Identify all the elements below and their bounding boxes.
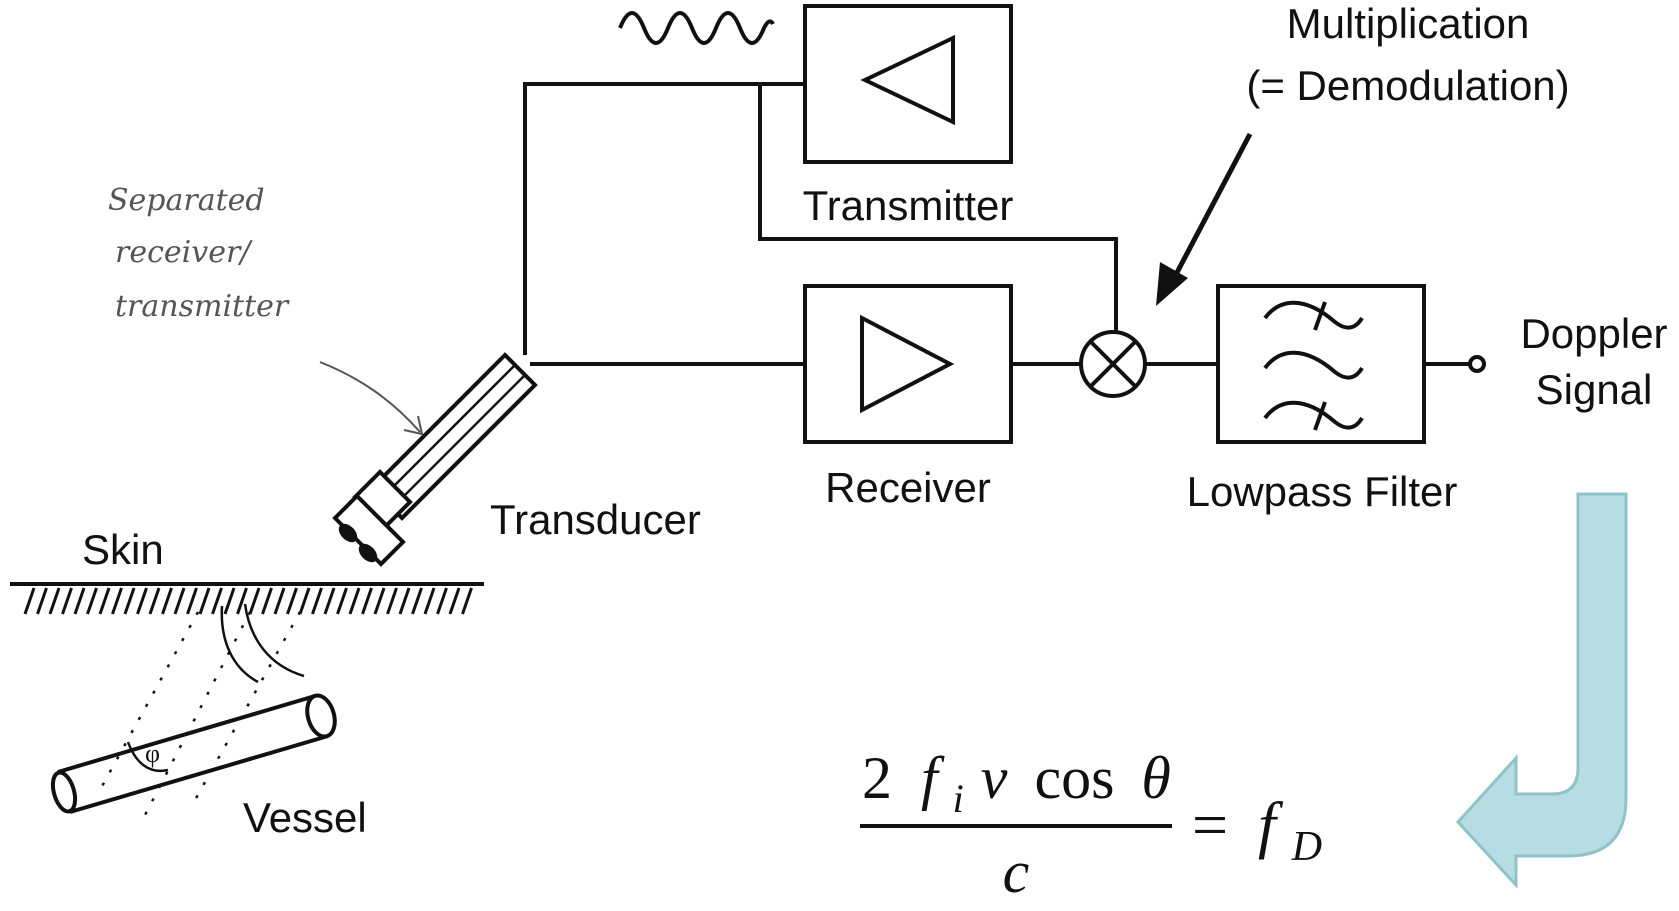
vessel-label: Vessel xyxy=(243,794,367,841)
skin-hatch-mark xyxy=(448,587,461,615)
filter-symbol-icon xyxy=(1263,300,1364,431)
skin-hatch-mark xyxy=(161,587,173,615)
skin-hatching xyxy=(23,587,473,615)
skin-hatch-mark xyxy=(436,587,448,615)
transducer-label: Transducer xyxy=(490,496,701,543)
receiver-label: Receiver xyxy=(825,464,991,511)
multiplier-cross-b xyxy=(1088,339,1138,389)
transmitter-block xyxy=(803,4,1013,164)
skin-hatch-mark xyxy=(373,587,386,615)
demodulation-label: (= Demodulation) xyxy=(1246,62,1569,109)
lowpass-filter-label: Lowpass Filter xyxy=(1187,468,1458,515)
skin-hatch-mark xyxy=(298,587,311,615)
skin-hatch-mark xyxy=(273,587,286,615)
skin-hatch-mark xyxy=(461,587,473,615)
signal-label: Signal xyxy=(1536,366,1653,413)
lowpass-filter-block xyxy=(1216,284,1426,444)
annotation-line-1: Separated xyxy=(108,183,265,218)
skin-hatch-mark xyxy=(361,587,373,615)
blood-vessel: φ xyxy=(50,693,337,814)
skin-hatch-mark xyxy=(186,587,198,615)
transducer-to-transmitter-wire xyxy=(523,82,805,355)
handwritten-annotation: Separated receiver/ transmitter xyxy=(108,183,424,436)
skin-hatch-mark xyxy=(111,587,123,615)
sine-wave-icon xyxy=(618,11,775,45)
formula-equals: = xyxy=(1192,789,1228,860)
skin-hatch-mark xyxy=(311,587,323,615)
ultrasound-beam xyxy=(98,603,305,816)
skin-hatch-mark xyxy=(73,587,86,615)
skin-hatch-mark xyxy=(123,587,136,615)
skin-hatch-mark xyxy=(323,587,336,615)
doppler-formula: 2 f i v cos θ c = f D xyxy=(860,745,1322,905)
skin-hatch-mark xyxy=(336,587,348,615)
wiring xyxy=(523,82,1486,373)
skin-hatch-mark xyxy=(236,587,248,615)
skin-hatch-mark xyxy=(248,587,261,615)
transmitter-box xyxy=(803,4,1013,164)
skin-hatch-mark xyxy=(411,587,423,615)
skin-hatch-mark xyxy=(136,587,148,615)
output-terminal xyxy=(1468,355,1486,373)
skin-hatch-mark xyxy=(223,587,236,615)
skin-hatch-mark xyxy=(36,587,48,615)
transmitter-label: Transmitter xyxy=(803,182,1014,229)
receiver-box xyxy=(803,284,1013,444)
skin-hatch-mark xyxy=(148,587,161,615)
skin-hatch-mark xyxy=(386,587,398,615)
formula-numerator: 2 f i v cos θ xyxy=(862,745,1171,825)
amplifier-left-icon xyxy=(860,34,955,126)
skin-hatch-mark xyxy=(86,587,98,615)
multiplication-label: Multiplication xyxy=(1287,0,1530,47)
result-arrow-icon xyxy=(1455,492,1628,889)
skin-hatch-mark xyxy=(173,587,186,615)
transducer-probe xyxy=(332,352,538,567)
annotation-line-2: receiver/ xyxy=(115,235,253,270)
doppler-label: Doppler xyxy=(1520,310,1667,357)
angle-symbol: φ xyxy=(145,739,160,768)
skin-hatch-mark xyxy=(211,587,223,615)
skin-hatch-mark xyxy=(198,587,211,615)
skin-hatch-mark xyxy=(23,587,36,615)
multiplication-pointer-arrow xyxy=(1156,132,1253,306)
receiver-block xyxy=(803,284,1013,444)
skin-hatch-mark xyxy=(286,587,298,615)
formula-denominator: c xyxy=(1003,839,1030,905)
reference-branch-wire xyxy=(758,84,1118,336)
skin-surface xyxy=(10,582,484,615)
skin-hatch-mark xyxy=(61,587,73,615)
skin-hatch-mark xyxy=(261,587,273,615)
multiplier-block xyxy=(1079,330,1147,398)
annotation-line-3: transmitter xyxy=(115,289,290,324)
skin-hatch-mark xyxy=(348,587,361,615)
skin-hatch-mark xyxy=(98,587,111,615)
skin-hatch-mark xyxy=(48,587,61,615)
formula-result: f D xyxy=(1258,789,1322,870)
amplifier-right-icon xyxy=(860,314,955,414)
skin-hatch-mark xyxy=(423,587,436,615)
skin-hatch-mark xyxy=(398,587,411,615)
skin-label: Skin xyxy=(82,526,164,573)
